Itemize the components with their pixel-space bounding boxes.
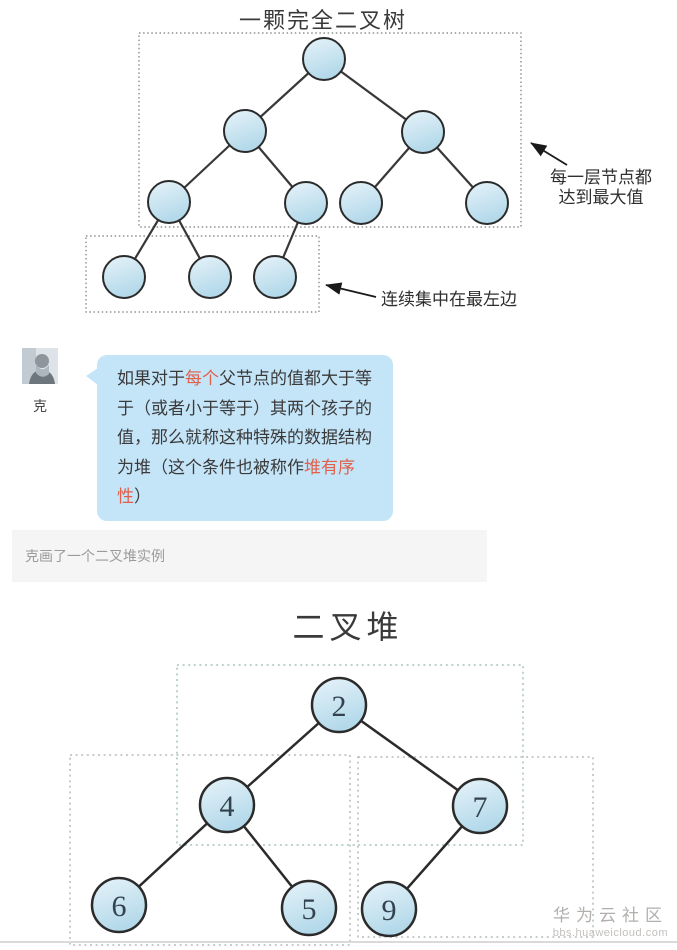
top-tree-nodes (102, 37, 509, 299)
complete-binary-tree-diagram: 每一层节点都 达到最大值 连续集中在最左边 (85, 32, 652, 313)
heap-node (451, 777, 509, 835)
page-bottom-divider (0, 941, 677, 943)
heap-node (198, 776, 256, 834)
tree-node (401, 110, 445, 154)
dotted-box-last-level (85, 235, 320, 313)
bubble-text-line: 于（或者小于等于）其两个孩子的 (117, 398, 372, 418)
avatar (22, 348, 58, 384)
bubble-tail-icon (86, 368, 98, 385)
section-bar-text: 克画了一个二叉堆实例 (25, 548, 165, 564)
heap-node (90, 876, 148, 934)
heap-node-value: 4 (220, 790, 235, 823)
bubble-text-line: 为堆（这个条件也被称作堆有序 (117, 457, 355, 477)
chat-bubble-text: 如果对于每个父节点的值都大于等于（或者小于等于）其两个孩子的值，那么就称这种特殊… (117, 364, 373, 512)
dotted-box-right-subtree (357, 756, 594, 938)
tree-node (147, 180, 191, 224)
avatar-portrait (22, 348, 58, 384)
tree-node (188, 255, 232, 299)
annotation-full-levels-line1: 每一层节点都 (550, 168, 652, 187)
chat-bubble: 如果对于每个父节点的值都大于等于（或者小于等于）其两个孩子的值，那么就称这种特殊… (86, 355, 393, 521)
heap-node-value: 2 (332, 690, 347, 723)
tree-node (253, 255, 297, 299)
heap-node-value: 6 (112, 890, 127, 923)
heap-node-value: 7 (473, 791, 488, 824)
watermark: 华为云社区 bbs.huaweicloud.com (553, 901, 668, 939)
heap-node (360, 880, 418, 938)
bubble-text-line: 性） (117, 487, 151, 506)
heap-node-value: 9 (382, 894, 397, 927)
heap-node (280, 879, 338, 937)
annotation-full-levels-line2: 达到最大值 (559, 188, 644, 207)
binary-heap-diagram: 2 4 7 6 5 9 (69, 664, 594, 946)
tree-node (284, 181, 328, 225)
tree-node (465, 181, 509, 225)
heap-node (310, 676, 368, 734)
complete-binary-tree-title: 一颗完全二叉树 (238, 8, 407, 33)
tree-node (339, 181, 383, 225)
heap-edges (118, 703, 481, 910)
arrow-full-levels (530, 142, 568, 166)
watermark-url: bbs.huaweicloud.com (552, 927, 668, 939)
heap-nodes (90, 676, 509, 938)
watermark-community-name: 华为云社区 (553, 906, 668, 925)
avatar-name: 克 (33, 398, 47, 414)
tree-node (302, 37, 346, 81)
section-bar: 克画了一个二叉堆实例 (12, 530, 487, 582)
heap-node-values: 2 4 7 6 5 9 (112, 690, 488, 927)
heap-node-value: 5 (302, 893, 317, 926)
dotted-box-left-subtree (69, 754, 351, 946)
arrow-leftmost (325, 282, 377, 298)
bubble-text-line: 值，那么就称这种特殊的数据结构 (117, 428, 372, 447)
tree-node (223, 109, 267, 153)
dotted-box-full-levels (138, 32, 522, 228)
annotation-leftmost: 连续集中在最左边 (381, 290, 517, 309)
bubble-text-line: 如果对于每个父节点的值都大于等 (117, 369, 372, 388)
tree-node (102, 255, 146, 299)
binary-heap-title: 二叉堆 (292, 609, 404, 645)
top-tree-edges (123, 58, 488, 278)
